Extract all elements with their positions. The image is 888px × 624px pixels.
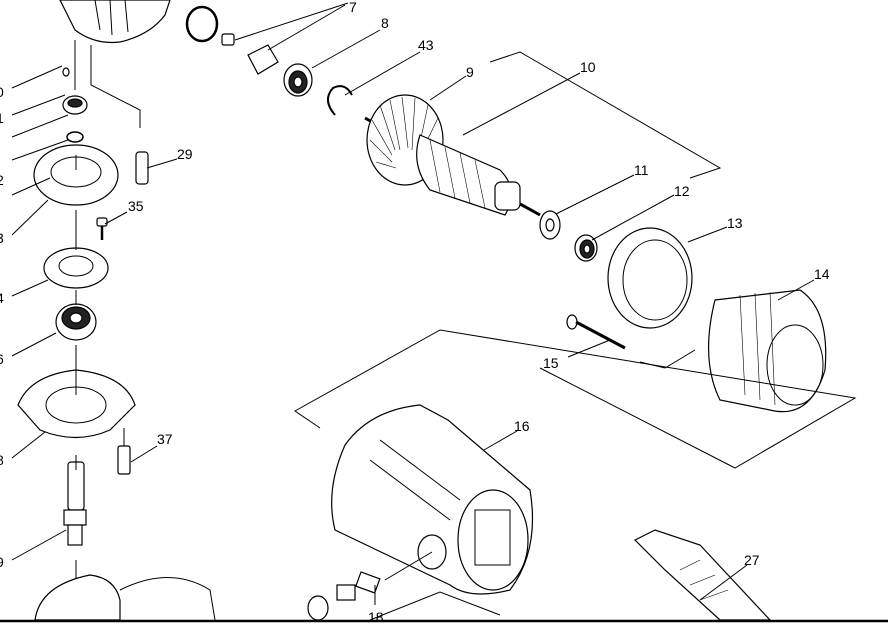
retaining-ring: [327, 85, 353, 116]
label-10: 10: [580, 59, 596, 75]
label-left-3: 3: [0, 230, 4, 246]
bushing: [247, 44, 279, 75]
label-left-4: 4: [0, 290, 4, 306]
label-7: 7: [349, 0, 357, 15]
label-12: 12: [674, 183, 690, 199]
label-35: 35: [128, 198, 144, 214]
label-left-0: 0: [0, 84, 4, 100]
label-left-9: 9: [0, 554, 4, 570]
handle: [633, 529, 772, 621]
label-9: 9: [466, 64, 474, 80]
nut: [221, 33, 235, 46]
bearing-12: [574, 234, 598, 262]
leader-lines: [11, 2, 815, 605]
bearing-11: [539, 210, 561, 240]
part-labels: 7 8 43 9 10 11 12 13 14 15 16 18 27 29 3…: [0, 0, 830, 624]
baffle-plate: [607, 227, 693, 329]
label-15: 15: [543, 355, 559, 371]
motor-housing: [331, 404, 534, 595]
label-27: 27: [744, 552, 760, 568]
label-29: 29: [177, 146, 193, 162]
label-43: 43: [418, 37, 434, 53]
label-left-2: 2: [0, 172, 4, 188]
label-left-1: 1: [0, 110, 4, 126]
label-14: 14: [814, 266, 830, 282]
label-left-6: 6: [0, 351, 4, 367]
label-11: 11: [634, 162, 649, 178]
label-16: 16: [514, 418, 530, 434]
gear-housing: [59, 0, 171, 44]
label-37: 37: [157, 431, 173, 447]
bearing-8: [283, 63, 313, 97]
group-bracket-armature: [489, 51, 722, 369]
armature: [364, 94, 541, 217]
left-parts: [17, 40, 216, 621]
label-8: 8: [381, 15, 389, 31]
label-left-8: 8: [0, 452, 4, 468]
screw-15: [566, 314, 626, 350]
label-13: 13: [727, 215, 743, 231]
o-ring: [185, 5, 219, 43]
brush-holder: [307, 571, 381, 621]
field-stator: [707, 289, 827, 413]
